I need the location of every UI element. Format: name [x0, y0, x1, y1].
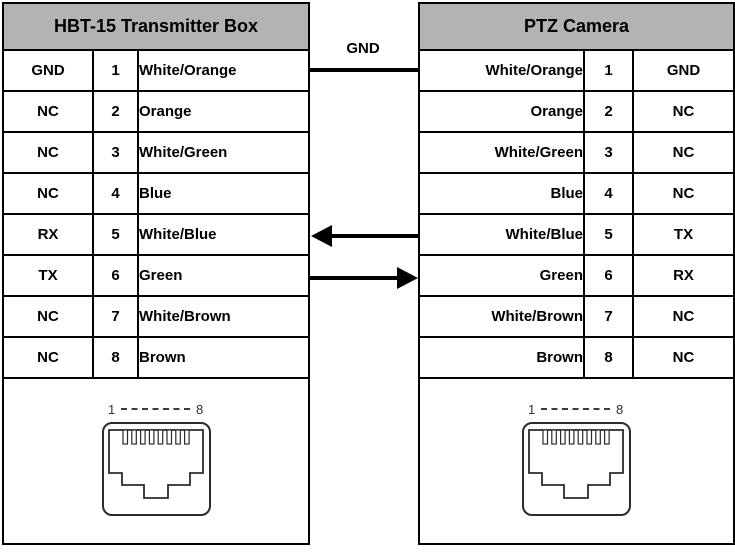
signal-cell: RX: [631, 254, 735, 297]
wire-color-cell: White/Brown: [137, 295, 310, 338]
connector-row: 1 8: [417, 377, 735, 545]
table-row: NC 3 White/Green: [2, 131, 310, 174]
rj45-connector-cell: 1 8: [417, 377, 735, 545]
connector-pin8-label: 8: [616, 402, 623, 417]
wire-color-cell: Blue: [418, 172, 585, 215]
wire-color-cell: Brown: [418, 336, 585, 379]
signal-cell: TX: [631, 213, 735, 256]
table-row: NC 4 Blue: [2, 172, 310, 215]
wire-color-cell: White/Green: [418, 131, 585, 174]
pin-cell: 8: [583, 336, 634, 379]
pin-cell: 2: [92, 90, 139, 133]
wire-color-cell: Orange: [137, 90, 310, 133]
transmitter-table-title: HBT-15 Transmitter Box: [2, 2, 310, 51]
wire-color-cell: White/Orange: [137, 49, 310, 92]
pin-cell: 6: [92, 254, 139, 297]
rj45-jack-icon: 1 8: [522, 402, 632, 516]
table-row: White/Blue 5 TX: [418, 213, 735, 256]
pin-cell: 7: [583, 295, 634, 338]
table-row: White/Orange 1 GND: [418, 49, 735, 92]
table-row: NC 8 Brown: [2, 336, 310, 379]
wire-color-cell: White/Blue: [418, 213, 585, 256]
table-row: White/Brown 7 NC: [418, 295, 735, 338]
connector-row: 1 8: [2, 377, 310, 545]
connector-pin1-label: 1: [108, 402, 115, 417]
table-row: NC 7 White/Brown: [2, 295, 310, 338]
camera-table-title: PTZ Camera: [417, 2, 735, 51]
jack-pin-slots: [121, 429, 190, 445]
signal-cell: NC: [2, 295, 94, 338]
signal-cell: NC: [2, 336, 94, 379]
signal-cell: TX: [2, 254, 94, 297]
wire-color-cell: Green: [137, 254, 310, 297]
signal-cell: NC: [631, 172, 735, 215]
wire-color-cell: White/Blue: [137, 213, 310, 256]
wire-color-cell: White/Brown: [418, 295, 585, 338]
pin-cell: 5: [583, 213, 634, 256]
pin-cell: 7: [92, 295, 139, 338]
jack-socket-outline: [528, 429, 624, 499]
pin-cell: 3: [583, 131, 634, 174]
signal-cell: NC: [631, 90, 735, 133]
pin-cell: 6: [583, 254, 634, 297]
wire-color-cell: Brown: [137, 336, 310, 379]
pin-cell: 5: [92, 213, 139, 256]
transmitter-table: HBT-15 Transmitter Box GND 1 White/Orang…: [2, 2, 310, 545]
tx-arrow: [308, 267, 418, 289]
signal-cell: NC: [2, 90, 94, 133]
rx-arrow: [311, 225, 420, 247]
signal-cell: NC: [631, 131, 735, 174]
gnd-connection-label: GND: [346, 40, 380, 57]
jack-pin-slots: [542, 429, 610, 445]
gnd-connection-line: [308, 68, 418, 72]
signal-cell: GND: [2, 49, 94, 92]
signal-cell: RX: [2, 213, 94, 256]
pin-cell: 2: [583, 90, 634, 133]
pin-cell: 1: [583, 49, 634, 92]
pin-cell: 3: [92, 131, 139, 174]
wire-color-cell: White/Orange: [418, 49, 585, 92]
table-row: Orange 2 NC: [418, 90, 735, 133]
table-row: Blue 4 NC: [418, 172, 735, 215]
table-row: GND 1 White/Orange: [2, 49, 310, 92]
signal-cell: NC: [631, 336, 735, 379]
table-row: RX 5 White/Blue: [2, 213, 310, 256]
table-row: NC 2 Orange: [2, 90, 310, 133]
table-header-row: PTZ Camera: [417, 2, 735, 51]
jack-socket-outline: [107, 429, 204, 499]
table-row: Brown 8 NC: [418, 336, 735, 379]
wire-color-cell: Orange: [418, 90, 585, 133]
pin-cell: 4: [583, 172, 634, 215]
rj45-jack-icon: 1 8: [101, 402, 211, 516]
signal-cell: NC: [631, 295, 735, 338]
connector-pin8-label: 8: [196, 402, 203, 417]
pin-cell: 4: [92, 172, 139, 215]
signal-cell: NC: [2, 131, 94, 174]
table-row: Green 6 RX: [418, 254, 735, 297]
pin-cell: 8: [92, 336, 139, 379]
signal-cell: GND: [631, 49, 735, 92]
table-row: TX 6 Green: [2, 254, 310, 297]
wire-color-cell: Blue: [137, 172, 310, 215]
camera-table: PTZ Camera White/Orange 1 GND Orange 2 N…: [417, 2, 735, 545]
rj45-connector-cell: 1 8: [2, 377, 310, 545]
wire-color-cell: Green: [418, 254, 585, 297]
table-row: White/Green 3 NC: [418, 131, 735, 174]
pin-cell: 1: [92, 49, 139, 92]
table-header-row: HBT-15 Transmitter Box: [2, 2, 310, 51]
wire-color-cell: White/Green: [137, 131, 310, 174]
signal-cell: NC: [2, 172, 94, 215]
connector-pin1-label: 1: [528, 402, 535, 417]
